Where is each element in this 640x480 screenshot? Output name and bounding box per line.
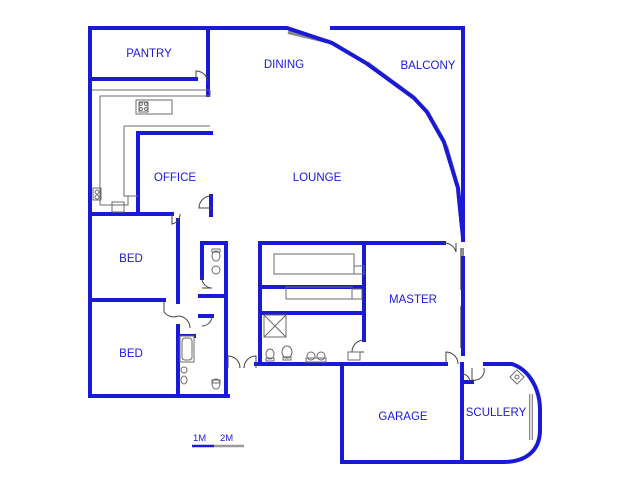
fixtures bbox=[92, 89, 525, 390]
walls bbox=[88, 26, 542, 464]
room-label-lounge: LOUNGE bbox=[293, 172, 342, 184]
room-label-dining: DINING bbox=[264, 59, 304, 71]
room-label-pantry: PANTRY bbox=[126, 48, 172, 60]
room-label-scullery: SCULLERY bbox=[466, 407, 527, 419]
room-labels: PANTRY DINING BALCONY OFFICE LOUNGE BED … bbox=[119, 48, 526, 423]
scale-label-2m: 2M bbox=[220, 433, 233, 444]
room-label-bed-2: BED bbox=[119, 348, 143, 360]
room-label-balcony: BALCONY bbox=[401, 60, 456, 72]
scale-bar: 1M 2M bbox=[192, 433, 244, 448]
doors bbox=[163, 70, 485, 383]
room-label-garage: GARAGE bbox=[378, 411, 428, 423]
room-label-office: OFFICE bbox=[154, 172, 196, 184]
room-label-bed-1: BED bbox=[119, 253, 143, 265]
room-label-master: MASTER bbox=[389, 294, 437, 306]
scale-label-1m: 1M bbox=[193, 433, 206, 444]
